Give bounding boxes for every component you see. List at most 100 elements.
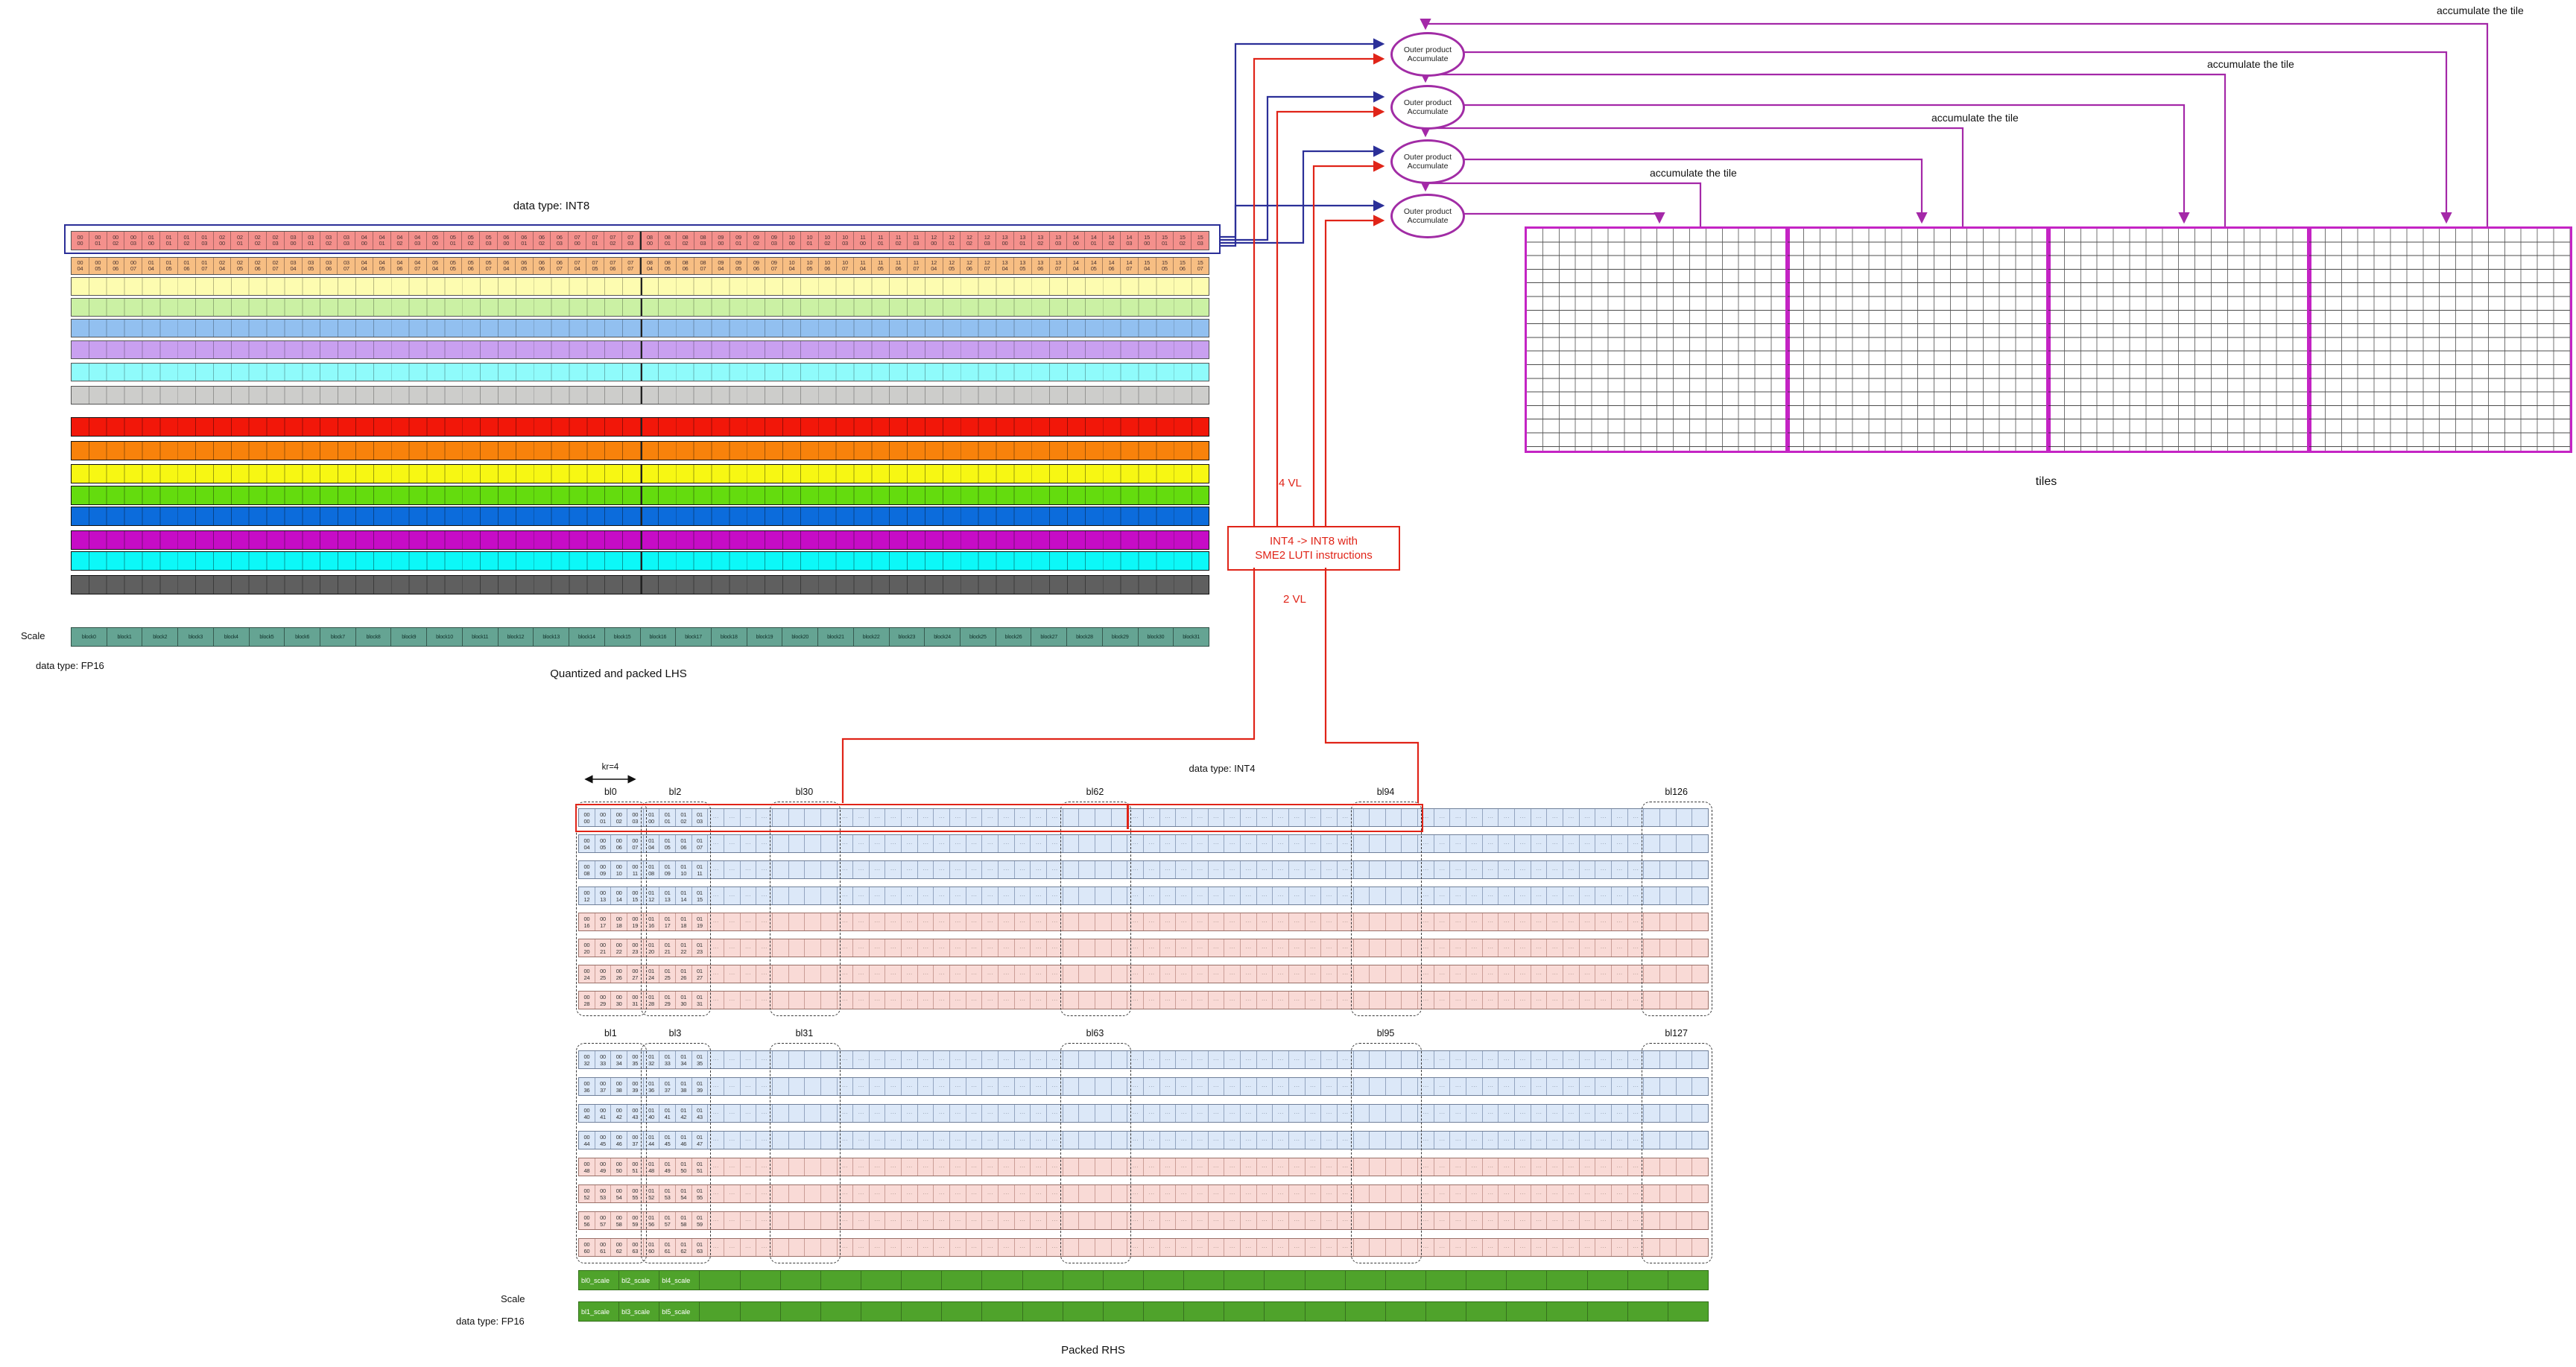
- rhs-filler-cell: ···: [1160, 1078, 1177, 1095]
- rhs-filler-cell: ···: [1499, 992, 1516, 1009]
- rhs-scale-cell: [1224, 1271, 1265, 1290]
- rhs-filler-cell: ···: [1483, 1239, 1499, 1256]
- rhs-filler-cell: ···: [1176, 913, 1192, 930]
- rhs-filler-cell: [1354, 861, 1370, 878]
- rhs-filler-cell: ···: [918, 887, 934, 904]
- rhs-scale-cell: [1547, 1271, 1588, 1290]
- lhs-scale-block-cell: block19: [747, 628, 783, 646]
- rhs-filler-cell: ···: [1612, 913, 1628, 930]
- rhs-filler-cell: [1386, 861, 1402, 878]
- rhs-filler-cell: ···: [902, 1212, 918, 1229]
- rhs-filler-cell: ···: [756, 887, 773, 904]
- lhs-scale-block-cell: block25: [961, 628, 996, 646]
- rhs-filler-cell: ···: [918, 1212, 934, 1229]
- rhs-filler-cell: ···: [982, 1105, 999, 1122]
- rhs-filler-cell: ···: [838, 887, 854, 904]
- rhs-filler-cell: ···: [1418, 913, 1434, 930]
- rhs-filler-cell: ···: [1434, 1212, 1451, 1229]
- rhs-filler-cell: [1095, 1078, 1112, 1095]
- rhs-filler-cell: ···: [708, 1185, 724, 1202]
- rhs-filler-cell: ···: [1515, 861, 1531, 878]
- rhs-filler-cell: [821, 1158, 838, 1176]
- rhs-filler-cell: ···: [1192, 887, 1209, 904]
- rhs-filler-cell: [1692, 1051, 1708, 1068]
- rhs-filler-cell: [1095, 1105, 1112, 1122]
- rhs-filler-cell: ···: [1127, 992, 1144, 1009]
- rhs-filler-cell: ···: [1450, 1105, 1467, 1122]
- tile-panel-2: [1785, 226, 2051, 453]
- rhs-filler-cell: [1677, 1105, 1693, 1122]
- rhs-filler-cell: ···: [1144, 1239, 1160, 1256]
- rhs-filler-cell: ···: [1241, 861, 1257, 878]
- rhs-scale-cell: [1265, 1271, 1306, 1290]
- rhs-filler-cell: ···: [1450, 1158, 1467, 1176]
- rhs-filler-cell: ···: [1321, 1239, 1338, 1256]
- rhs-scale-cell: [861, 1271, 902, 1290]
- rhs-filler-cell: ···: [1499, 1239, 1516, 1256]
- rhs-filler-cell: ···: [1015, 835, 1031, 852]
- rhs-filler-cell: ···: [902, 809, 918, 826]
- rhs-filler-cell: ···: [1127, 965, 1144, 983]
- rhs-filler-cell: [1079, 1239, 1095, 1256]
- rhs-filler-cell: ···: [966, 1239, 983, 1256]
- rhs-filler-cell: ···: [1450, 887, 1467, 904]
- rhs-scale-cell: [1224, 1302, 1265, 1321]
- rhs-filler-cell: ···: [934, 1239, 951, 1256]
- rhs-filler-cell: ···: [838, 1078, 854, 1095]
- rhs-filler-cell: ···: [1144, 835, 1160, 852]
- rhs-filler-cell: ···: [838, 861, 854, 878]
- rhs-filler-cell: ···: [1483, 1078, 1499, 1095]
- rhs-filler-cell: [1354, 1078, 1370, 1095]
- rhs-filler-cell: [1063, 939, 1080, 957]
- row-mid-divider: [641, 418, 642, 436]
- rhs-filler-cell: ···: [999, 1185, 1015, 1202]
- rhs-filler-cell: [805, 887, 821, 904]
- rhs-filler-cell: [1644, 939, 1660, 957]
- rhs-filler-cell: [805, 1239, 821, 1256]
- lhs-empty-row: [71, 277, 1209, 296]
- rhs-filler-cell: ···: [1209, 809, 1225, 826]
- lhs-scale-block-cell: block7: [320, 628, 356, 646]
- rhs-filler-cell: ···: [1031, 1158, 1048, 1176]
- rhs-filler-cell: ···: [1321, 1078, 1338, 1095]
- rhs-filler-cell: ···: [853, 1132, 870, 1149]
- rhs-filler-cell: ···: [950, 939, 966, 957]
- rhs-scale-cell: [821, 1271, 861, 1290]
- rhs-filler-cell: ···: [1160, 1132, 1177, 1149]
- rhs-filler-cell: [1063, 1158, 1080, 1176]
- rhs-filler-cell: ···: [1515, 887, 1531, 904]
- rhs-filler-cell: [1660, 1239, 1677, 1256]
- rhs-filler-cell: ···: [1628, 1212, 1645, 1229]
- rhs-filler-cell: ···: [902, 835, 918, 852]
- rhs-filler-cell: ···: [950, 835, 966, 852]
- rhs-filler-cell: ···: [1224, 809, 1241, 826]
- rhs-scale-cell: [700, 1271, 741, 1290]
- rhs-filler-cell: ···: [1160, 939, 1177, 957]
- rhs-filler-cell: ···: [1224, 1158, 1241, 1176]
- rhs-filler-cell: ···: [1144, 809, 1160, 826]
- rhs-filler-cell: [1079, 1051, 1095, 1068]
- rhs-filler-cell: ···: [1047, 887, 1063, 904]
- rhs-filler-cell: ···: [1015, 913, 1031, 930]
- rhs-filler-cell: ···: [1209, 965, 1225, 983]
